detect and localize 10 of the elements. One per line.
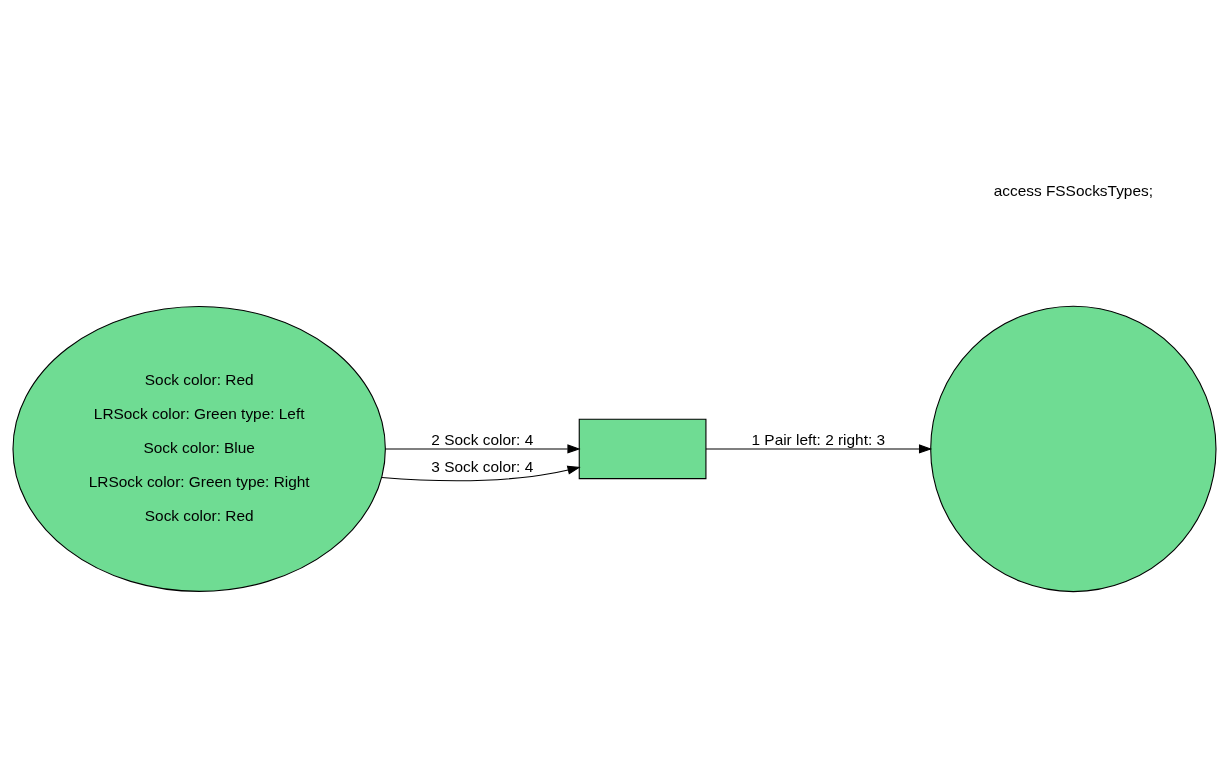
edge-label: 2 Sock color: 4: [431, 430, 534, 448]
node-box: [578, 418, 707, 480]
arrow: [384, 444, 581, 454]
arrow: [705, 444, 933, 454]
edge-label: 3 Sock color: 4: [431, 458, 534, 476]
arrow: [381, 465, 581, 482]
node-circle: [930, 305, 1217, 593]
edge-label: 1 Pair left: 2 right: 3: [751, 430, 886, 448]
label: access FSSocksTypes;: [993, 182, 1153, 200]
node-ellipse: Sock color: Red LRSock color: Green type: Left Sock color: Blue LRSock color: Green type: Right Sock color: Red: [12, 305, 386, 592]
